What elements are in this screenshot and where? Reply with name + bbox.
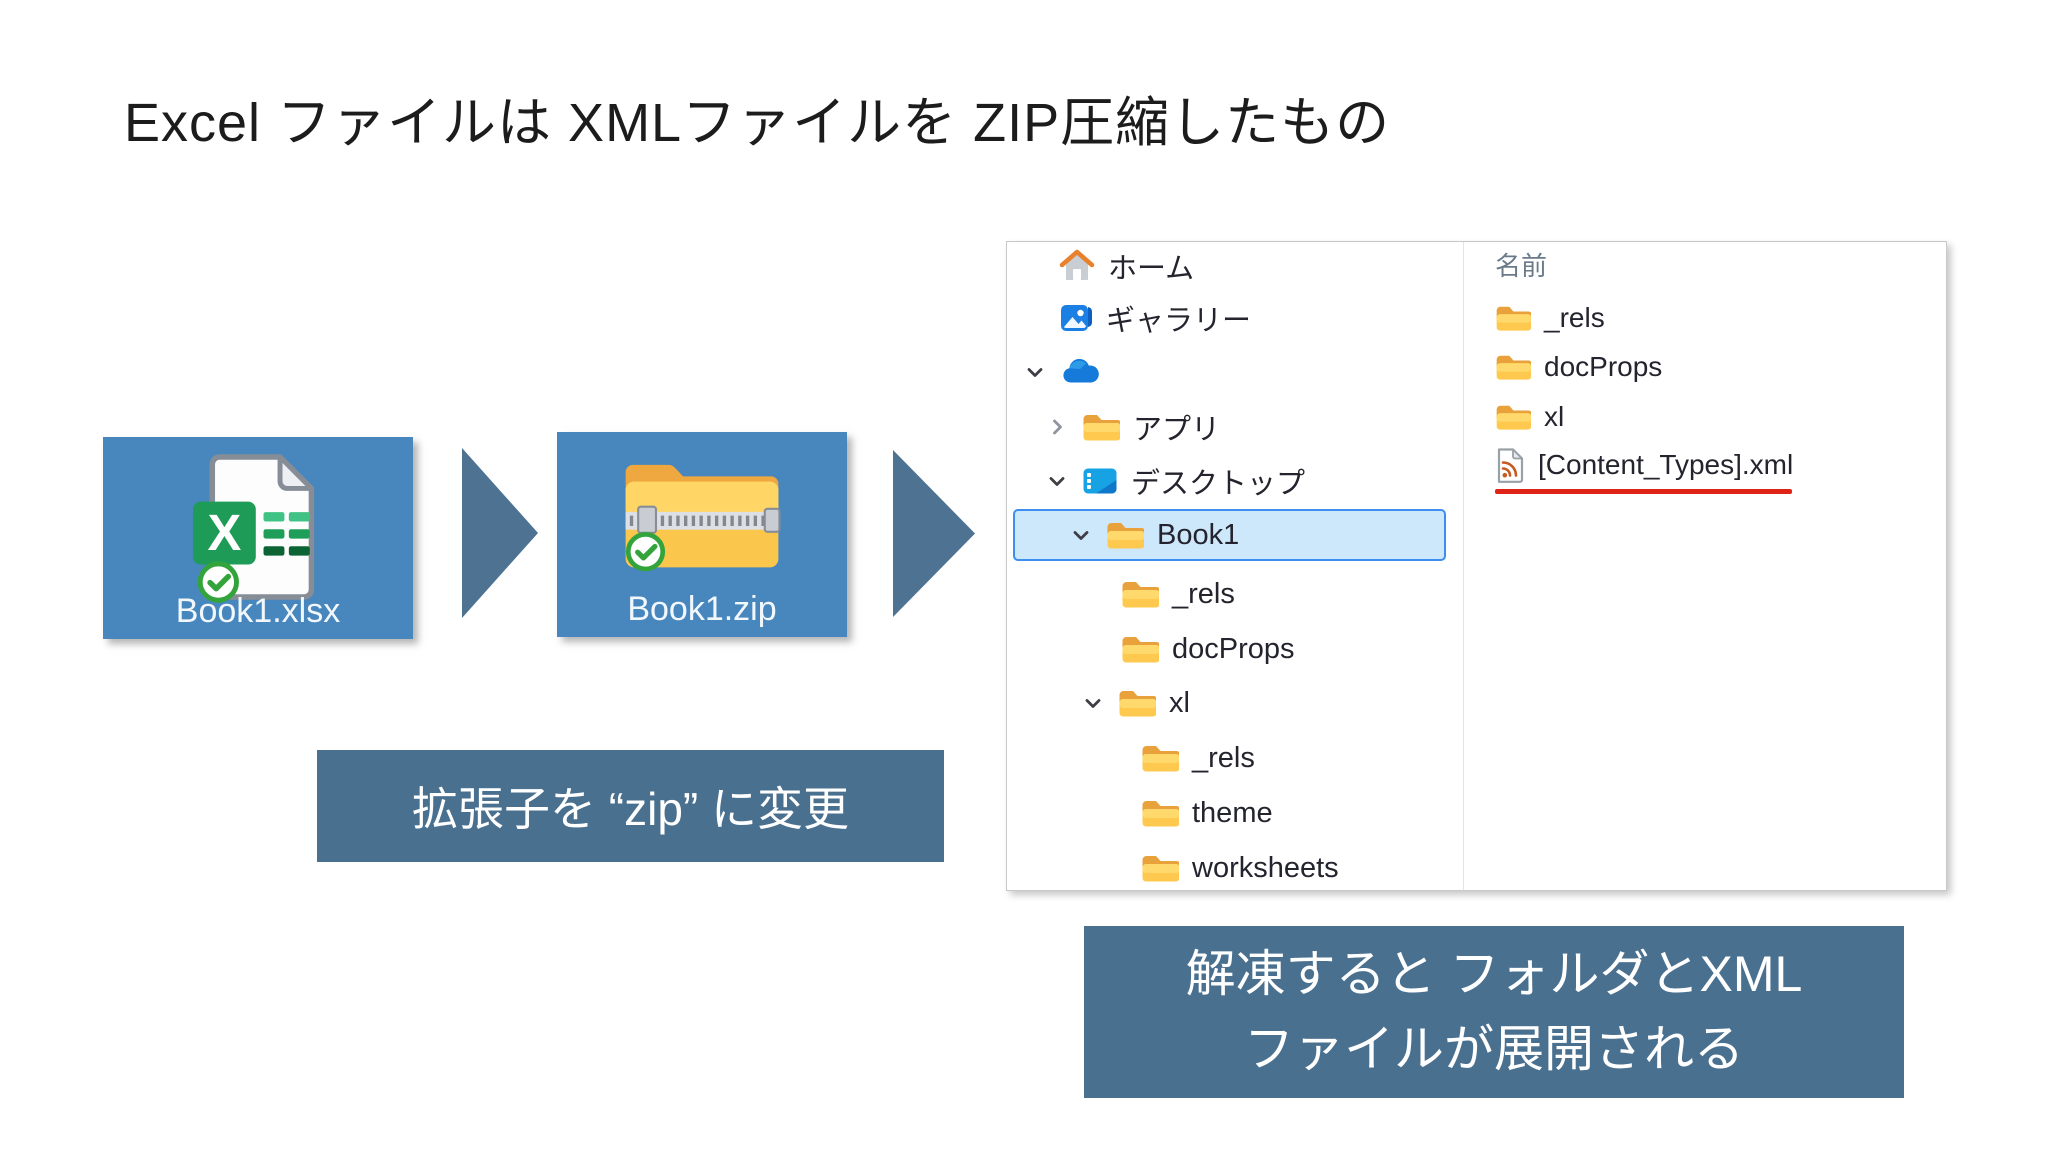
tree-item-desktop[interactable]: デスクトップ [1045,459,1305,503]
onedrive-cloud-icon [1060,358,1100,386]
rename-extension-text: 拡張子を “zip” に変更 [412,783,849,835]
tree-item-label: worksheets [1192,851,1339,884]
tree-item-label: xl [1169,686,1190,719]
folder-icon [1141,743,1179,773]
tree-item-label: Book1 [1157,518,1240,551]
file-name: _rels [1544,302,1605,333]
file-name: [Content_Types].xml [1538,449,1794,480]
folder-icon [1495,403,1531,431]
name-column-header[interactable]: 名前 [1495,251,1548,281]
tree-item-label: ホーム [1108,253,1195,285]
file-row-xl[interactable]: xl [1495,397,1564,437]
desktop-icon [1082,466,1118,496]
excel-file-with-sync-badge-icon: X [103,451,413,603]
tree-item-label: docProps [1172,632,1295,665]
tree-item-label: theme [1192,796,1273,829]
folder-icon [1495,304,1531,332]
folder-icon [1495,353,1531,381]
xlsx-file-name: Book1.xlsx [175,592,341,630]
file-name: docProps [1544,351,1663,382]
home-icon [1059,249,1095,283]
tree-item-label: ギャラリー [1106,305,1252,337]
tree-item-label: _rels [1192,741,1255,774]
extract-result-callout: 解凍すると フォルダとXML ファイルが展開される [1084,926,1904,1098]
tree-item-xl-rels[interactable]: _rels [1141,736,1255,780]
tree-item-book1-selected[interactable]: Book1 [1013,509,1446,561]
folder-icon [1141,798,1179,828]
extract-result-line1: 解凍すると フォルダとXML [1185,946,1803,1002]
folder-icon [1141,853,1179,883]
tree-item-label: アプリ [1133,414,1221,446]
rename-extension-callout: 拡張子を “zip” に変更 [317,750,944,862]
zip-file-name: Book1.zip [627,590,777,628]
svg-text:X: X [208,504,242,561]
slide-title: Excel ファイルは XMLファイルを ZIP圧縮したもの [124,93,1391,153]
chevron-down-icon[interactable] [1023,360,1047,384]
file-row-rels[interactable]: _rels [1495,298,1605,338]
tree-item-home[interactable]: ホーム [1059,244,1194,288]
file-name: xl [1544,401,1565,432]
extract-result-line2: ファイルが展開される [1244,1021,1744,1077]
folder-icon [1082,412,1120,442]
chevron-down-icon[interactable] [1081,691,1105,715]
file-explorer-panel: ホーム ギャラリー [1006,241,1947,891]
tree-item-xl[interactable]: xl [1081,681,1190,725]
file-list-pane: 名前 _rels [1464,242,1946,890]
tree-item-onedrive[interactable] [1023,350,1113,394]
right-arrow-icon [462,448,538,618]
zipped-folder-with-sync-badge-icon [557,446,847,582]
folder-icon [1118,688,1156,718]
tree-item-gallery[interactable]: ギャラリー [1059,296,1251,340]
chevron-down-icon[interactable] [1069,523,1093,547]
file-row-content-types-xml[interactable]: [Content_Types].xml [1495,445,1793,485]
tree-item-apps[interactable]: アプリ [1045,405,1220,449]
chevron-down-icon[interactable] [1045,469,1069,493]
tree-item-label: デスクトップ [1131,468,1306,500]
folder-icon [1121,579,1159,609]
red-underline-annotation [1495,489,1792,494]
folder-icon [1106,520,1144,550]
chevron-right-icon[interactable] [1045,415,1069,439]
right-arrow-icon [893,450,975,617]
xml-file-icon [1495,447,1525,483]
gallery-icon [1059,302,1093,334]
tree-item-rels[interactable]: _rels [1121,572,1235,616]
tree-item-docprops[interactable]: docProps [1121,627,1295,671]
tree-item-worksheets[interactable]: worksheets [1141,846,1339,890]
pane-divider [1463,242,1464,890]
file-row-docprops[interactable]: docProps [1495,347,1662,387]
xlsx-file-tile[interactable]: X Book1.xlsx [103,437,413,639]
tree-item-theme[interactable]: theme [1141,791,1273,835]
folder-icon [1121,634,1159,664]
zip-file-tile[interactable]: Book1.zip [557,432,847,637]
tree-item-label: _rels [1172,577,1235,610]
